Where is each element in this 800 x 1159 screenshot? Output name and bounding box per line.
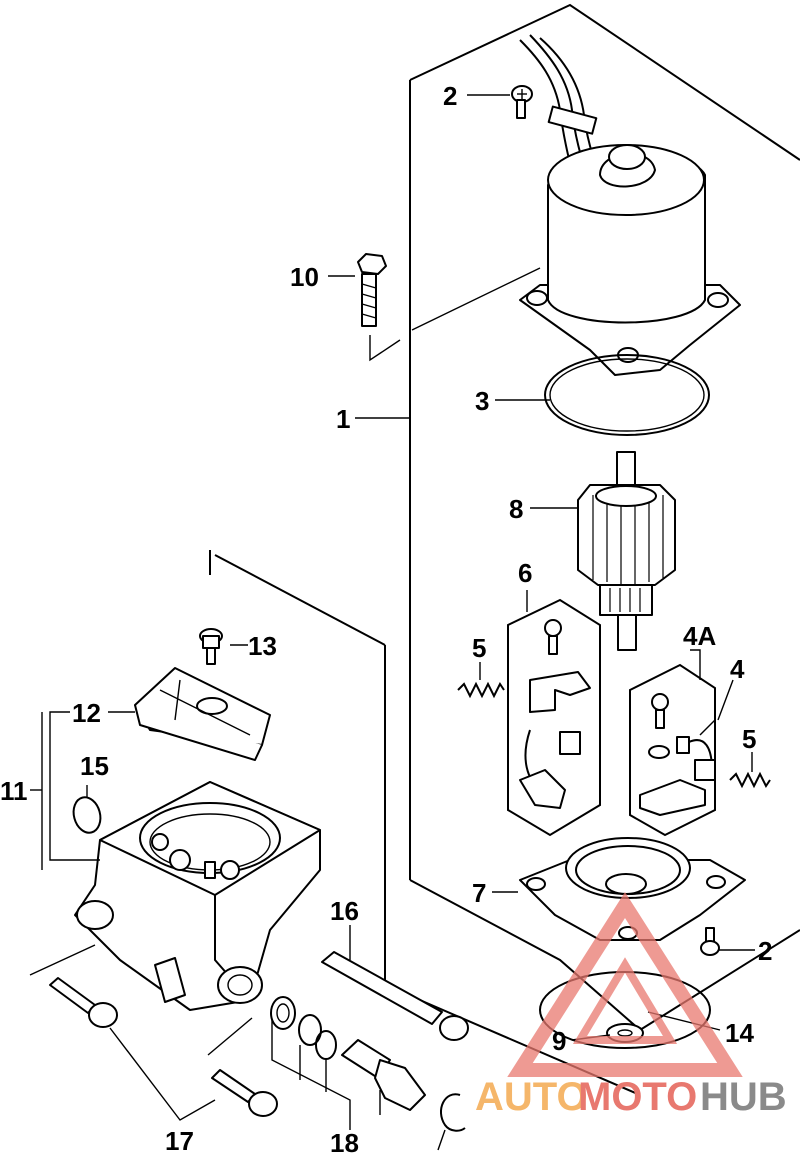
callout-18: 18: [330, 1128, 359, 1158]
armature-8: [577, 451, 676, 651]
motor-assembly-boundary: [409, 3, 800, 1032]
seal-ring-c: [315, 1030, 337, 1060]
o-ring-3: [544, 354, 710, 436]
o-ring-15: [72, 796, 102, 834]
callout-4a: 4A: [683, 621, 716, 651]
callout-6: 6: [518, 558, 532, 588]
callout-2-bottom: 2: [758, 936, 772, 966]
leader-lines: [29, 94, 755, 1151]
callout-13: 13: [248, 631, 277, 661]
long-bolt-16: [321, 951, 469, 1041]
watermark-text-hub: HUB: [700, 1075, 787, 1119]
spring-right: [729, 771, 771, 789]
watermark-logo: AUTO MOTO HUB: [475, 891, 787, 1119]
callout-5-left: 5: [472, 633, 486, 663]
bolt-17-top: [49, 977, 118, 1028]
callout-labels: 2 10 3 1 8 6 4A 5 4 5 7 2 9 14 13 12 15 …: [0, 81, 772, 1158]
callout-8: 8: [509, 494, 523, 524]
callout-16: 16: [330, 896, 359, 926]
callout-12: 12: [72, 698, 101, 728]
snap-ring: [440, 1093, 466, 1132]
end-plate-7: [519, 837, 746, 941]
callout-3: 3: [475, 386, 489, 416]
motor-housing: [519, 144, 741, 376]
bolt-10: [357, 253, 387, 327]
callout-1: 1: [336, 404, 350, 434]
screw-top: [511, 85, 533, 119]
bolt-17-bottom: [211, 1069, 278, 1117]
valve-18: [341, 1039, 426, 1111]
callout-11: 11: [0, 776, 28, 806]
watermark-text-moto: MOTO: [578, 1075, 697, 1119]
pump-body-11: [74, 781, 321, 1011]
screw-13: [199, 628, 223, 665]
callout-9: 9: [552, 1026, 566, 1056]
brush-holder-6: [507, 598, 601, 837]
reservoir-cap-12: [134, 667, 271, 761]
callout-7: 7: [472, 878, 486, 908]
callout-2-top: 2: [443, 81, 457, 111]
callout-10: 10: [290, 262, 319, 292]
seal-ring-b: [298, 1014, 322, 1046]
watermark-text-auto: AUTO: [475, 1075, 588, 1119]
callout-17: 17: [165, 1126, 194, 1156]
screw-bottom: [700, 927, 720, 956]
callout-15: 15: [80, 751, 109, 781]
callout-14: 14: [725, 1018, 754, 1048]
brush-holder-4a: [629, 663, 716, 837]
callout-5-right: 5: [742, 724, 756, 754]
spring-left: [457, 681, 505, 699]
callout-4: 4: [730, 654, 745, 684]
seal-ring-a: [270, 996, 296, 1030]
